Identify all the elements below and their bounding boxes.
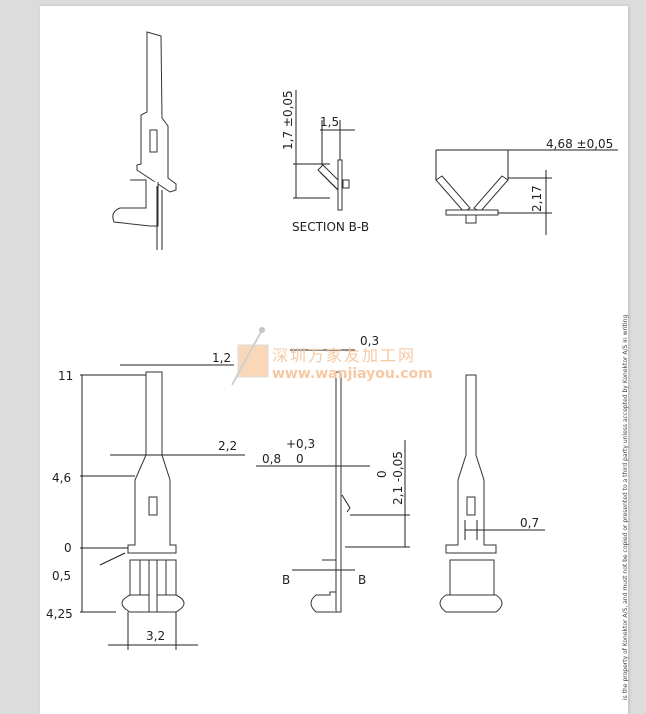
watermark: 深圳万家友加工网 www.wanjiayou.com bbox=[272, 342, 433, 382]
dim-iso-height: 2,17 bbox=[530, 185, 544, 212]
dim-y-4-6: 4,6 bbox=[52, 471, 71, 485]
watermark-logo bbox=[231, 327, 269, 386]
dim-side-0-8: 0,8 bbox=[262, 452, 281, 466]
dim-side-thickness: 0,3 bbox=[360, 334, 379, 348]
section-label: SECTION B-B bbox=[292, 220, 369, 234]
section-b-b-view: 1,7 ±0,05 1,5 SECTION B-B bbox=[281, 90, 369, 234]
section-mark-left: B bbox=[282, 573, 290, 587]
dim-sec-width: 1,5 bbox=[320, 115, 339, 129]
dim-y-0-5: 0,5 bbox=[52, 569, 71, 583]
dim-back-width: 0,7 bbox=[520, 516, 539, 530]
front-view: 1,2 2,2 3,2 11 4,6 0 0,5 4,25 bbox=[46, 351, 245, 650]
dim-y-11: 11 bbox=[58, 369, 73, 383]
dim-y-0: 0 bbox=[64, 541, 72, 555]
end-view: 4,68 ±0,05 2,17 bbox=[435, 137, 618, 235]
section-mark-right: B bbox=[358, 573, 366, 587]
watermark-url: www.wanjiayou.com bbox=[272, 366, 433, 382]
dim-side-height: 2,1 -0,05 bbox=[391, 451, 405, 505]
dim-side-tol-lower: 0 bbox=[296, 452, 304, 466]
dim-front-width-top: 1,2 bbox=[212, 351, 231, 365]
side-view: 0,3 +0,3 0,8 0 0 2,1 -0,05 B B bbox=[256, 334, 410, 613]
dim-y-4-25: 4,25 bbox=[46, 607, 73, 621]
watermark-cn: 深圳万家友加工网 bbox=[272, 346, 417, 365]
back-view: 0,7 bbox=[439, 374, 545, 613]
dim-sec-height: 1,7 ±0,05 bbox=[281, 90, 295, 150]
isometric-pin-view bbox=[112, 31, 177, 250]
dim-iso-width: 4,68 ±0,05 bbox=[546, 137, 613, 151]
dim-front-width-bot: 3,2 bbox=[146, 629, 165, 643]
dim-front-width-mid: 2,2 bbox=[218, 439, 237, 453]
side-note: is the property of Konektor A/S, and mus… bbox=[622, 314, 629, 700]
dim-side-height-tol: 0 bbox=[375, 470, 389, 478]
dim-side-tol-upper: +0,3 bbox=[286, 437, 315, 451]
